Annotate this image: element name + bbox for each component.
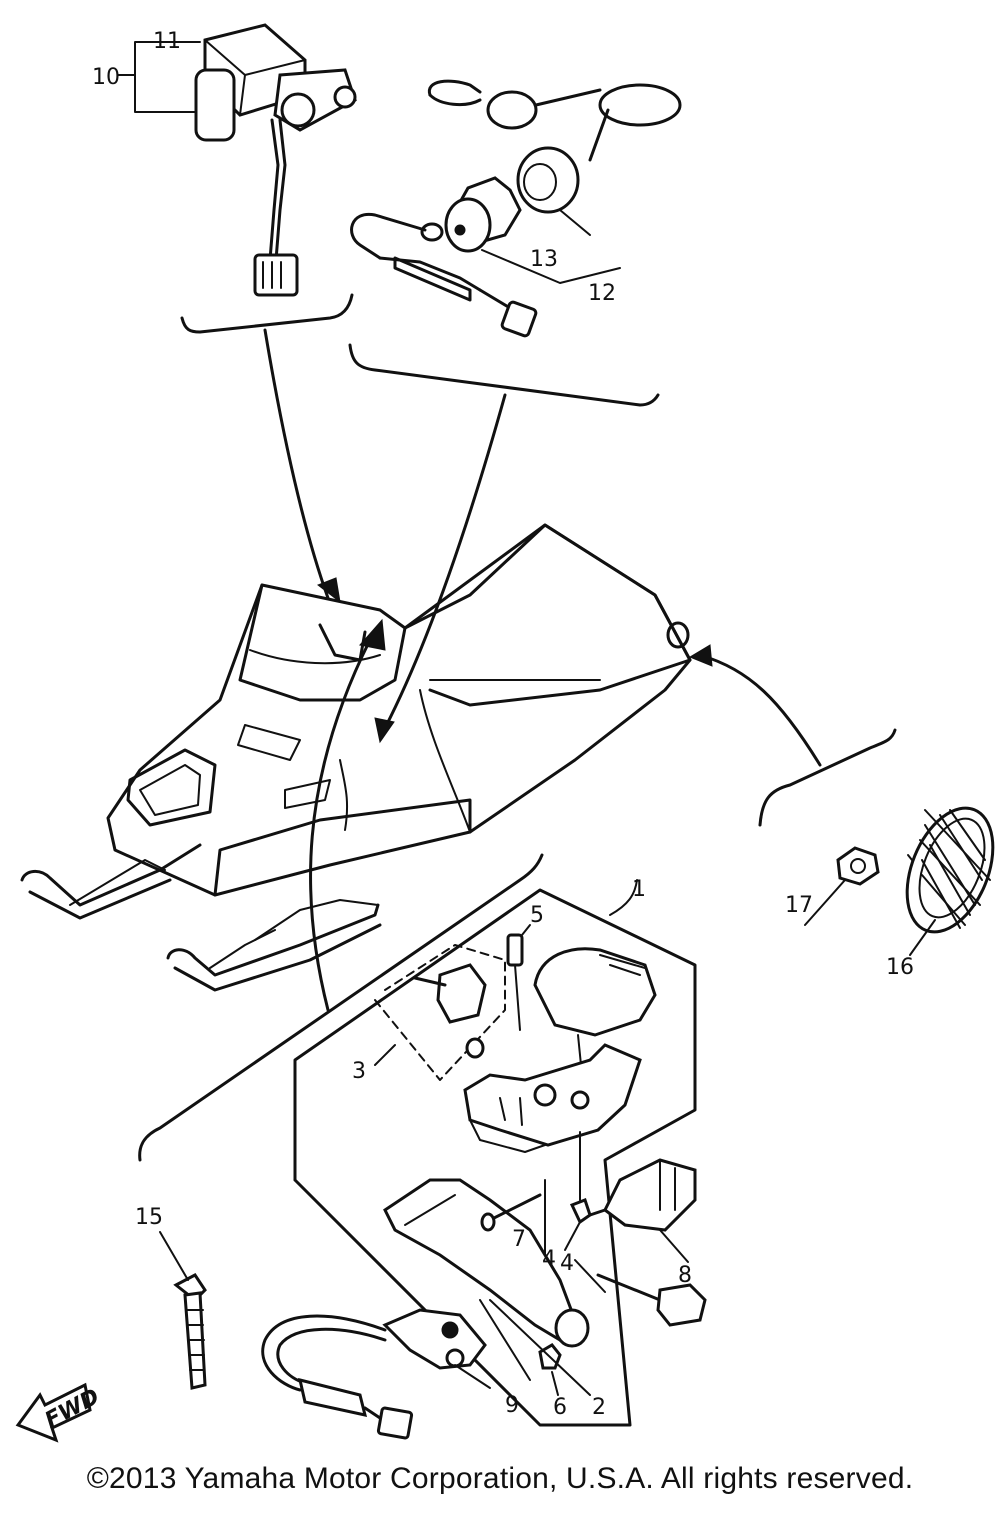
throttle-sensor-9: [261, 1299, 591, 1440]
callout-labels: 11 10 13 12 1 5 17 16 3 15 7 4 4 8 9 6 2: [92, 29, 914, 1420]
callout-4a: 4: [542, 1247, 556, 1272]
snowmobile-outline: [20, 523, 692, 992]
dashed-kit-3: [374, 944, 506, 1081]
callout-11: 11: [153, 29, 181, 54]
callout-15: 15: [135, 1205, 163, 1230]
copyright-notice: ©2013 Yamaha Motor Corporation, U.S.A. A…: [86, 1462, 914, 1495]
callout-5: 5: [530, 903, 544, 928]
callout-9: 9: [505, 1393, 519, 1418]
main-switch-assembly: [350, 79, 682, 338]
rear-parts: [688, 644, 995, 956]
callout-8: 8: [678, 1263, 692, 1288]
switch-assembly: [117, 23, 357, 297]
fwd-arrow: FWD: [15, 1382, 104, 1443]
callout-7: 7: [512, 1227, 526, 1252]
callout-4b: 4: [560, 1251, 574, 1276]
callout-12: 12: [588, 281, 616, 306]
parts-diagram: FWD 11 10 13 12 1 5 17 16 3 15 7 4 4 8 9…: [15, 23, 995, 1443]
throttle-housing: [463, 947, 657, 1153]
bolt-5: [506, 924, 531, 1031]
callout-13: 13: [530, 247, 558, 272]
callout-2: 2: [592, 1395, 606, 1420]
throttle-lever: [383, 1131, 590, 1348]
upper-callout-brackets: [180, 293, 660, 744]
callout-6: 6: [553, 1395, 567, 1420]
small-hardware: [480, 1158, 707, 1396]
callout-17: 17: [785, 893, 813, 918]
callout-16: 16: [886, 955, 914, 980]
callout-1: 1: [632, 877, 646, 902]
callout-3: 3: [352, 1059, 366, 1084]
callout-10: 10: [92, 65, 120, 90]
key-15: [159, 1231, 207, 1390]
